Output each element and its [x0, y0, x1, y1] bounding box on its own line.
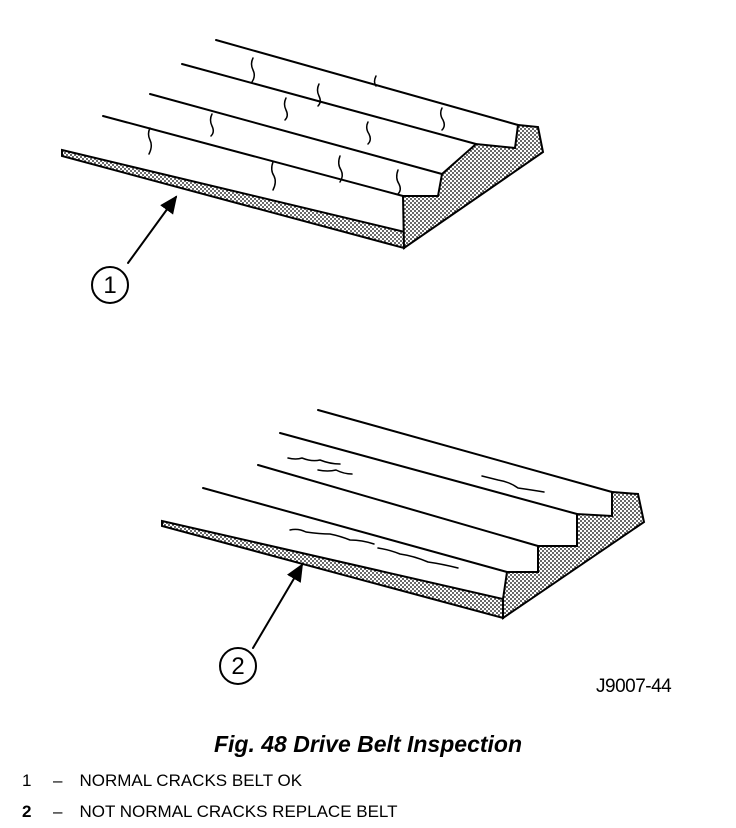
legend-item-1-number: 1 [22, 771, 32, 790]
legend-item-2-separator: – [53, 802, 63, 821]
legend-item-2: 2 – NOT NORMAL CRACKS REPLACE BELT [22, 796, 398, 827]
callout-1-circle [91, 266, 129, 304]
legend-item-1: 1 – NORMAL CRACKS BELT OK [22, 765, 398, 796]
callout-1-number: 1 [103, 272, 116, 299]
callout-2-circle [219, 647, 257, 685]
legend-item-2-text: NOT NORMAL CRACKS REPLACE BELT [79, 802, 398, 821]
belt-not-normal-cracks: 2 [161, 409, 646, 685]
legend-item-2-number: 2 [22, 802, 32, 821]
legend-item-1-text: NORMAL CRACKS BELT OK [79, 771, 303, 790]
figure-code: J9007-44 [596, 676, 672, 697]
callout-legend: 1 – NORMAL CRACKS BELT OK 2 – NOT NORMAL… [22, 765, 398, 827]
figure-caption: Fig. 48 Drive Belt Inspection [213, 731, 523, 757]
belt-normal-cracks: 1 [61, 39, 545, 304]
callout-2-number: 2 [231, 653, 244, 680]
legend-item-1-separator: – [53, 771, 63, 790]
